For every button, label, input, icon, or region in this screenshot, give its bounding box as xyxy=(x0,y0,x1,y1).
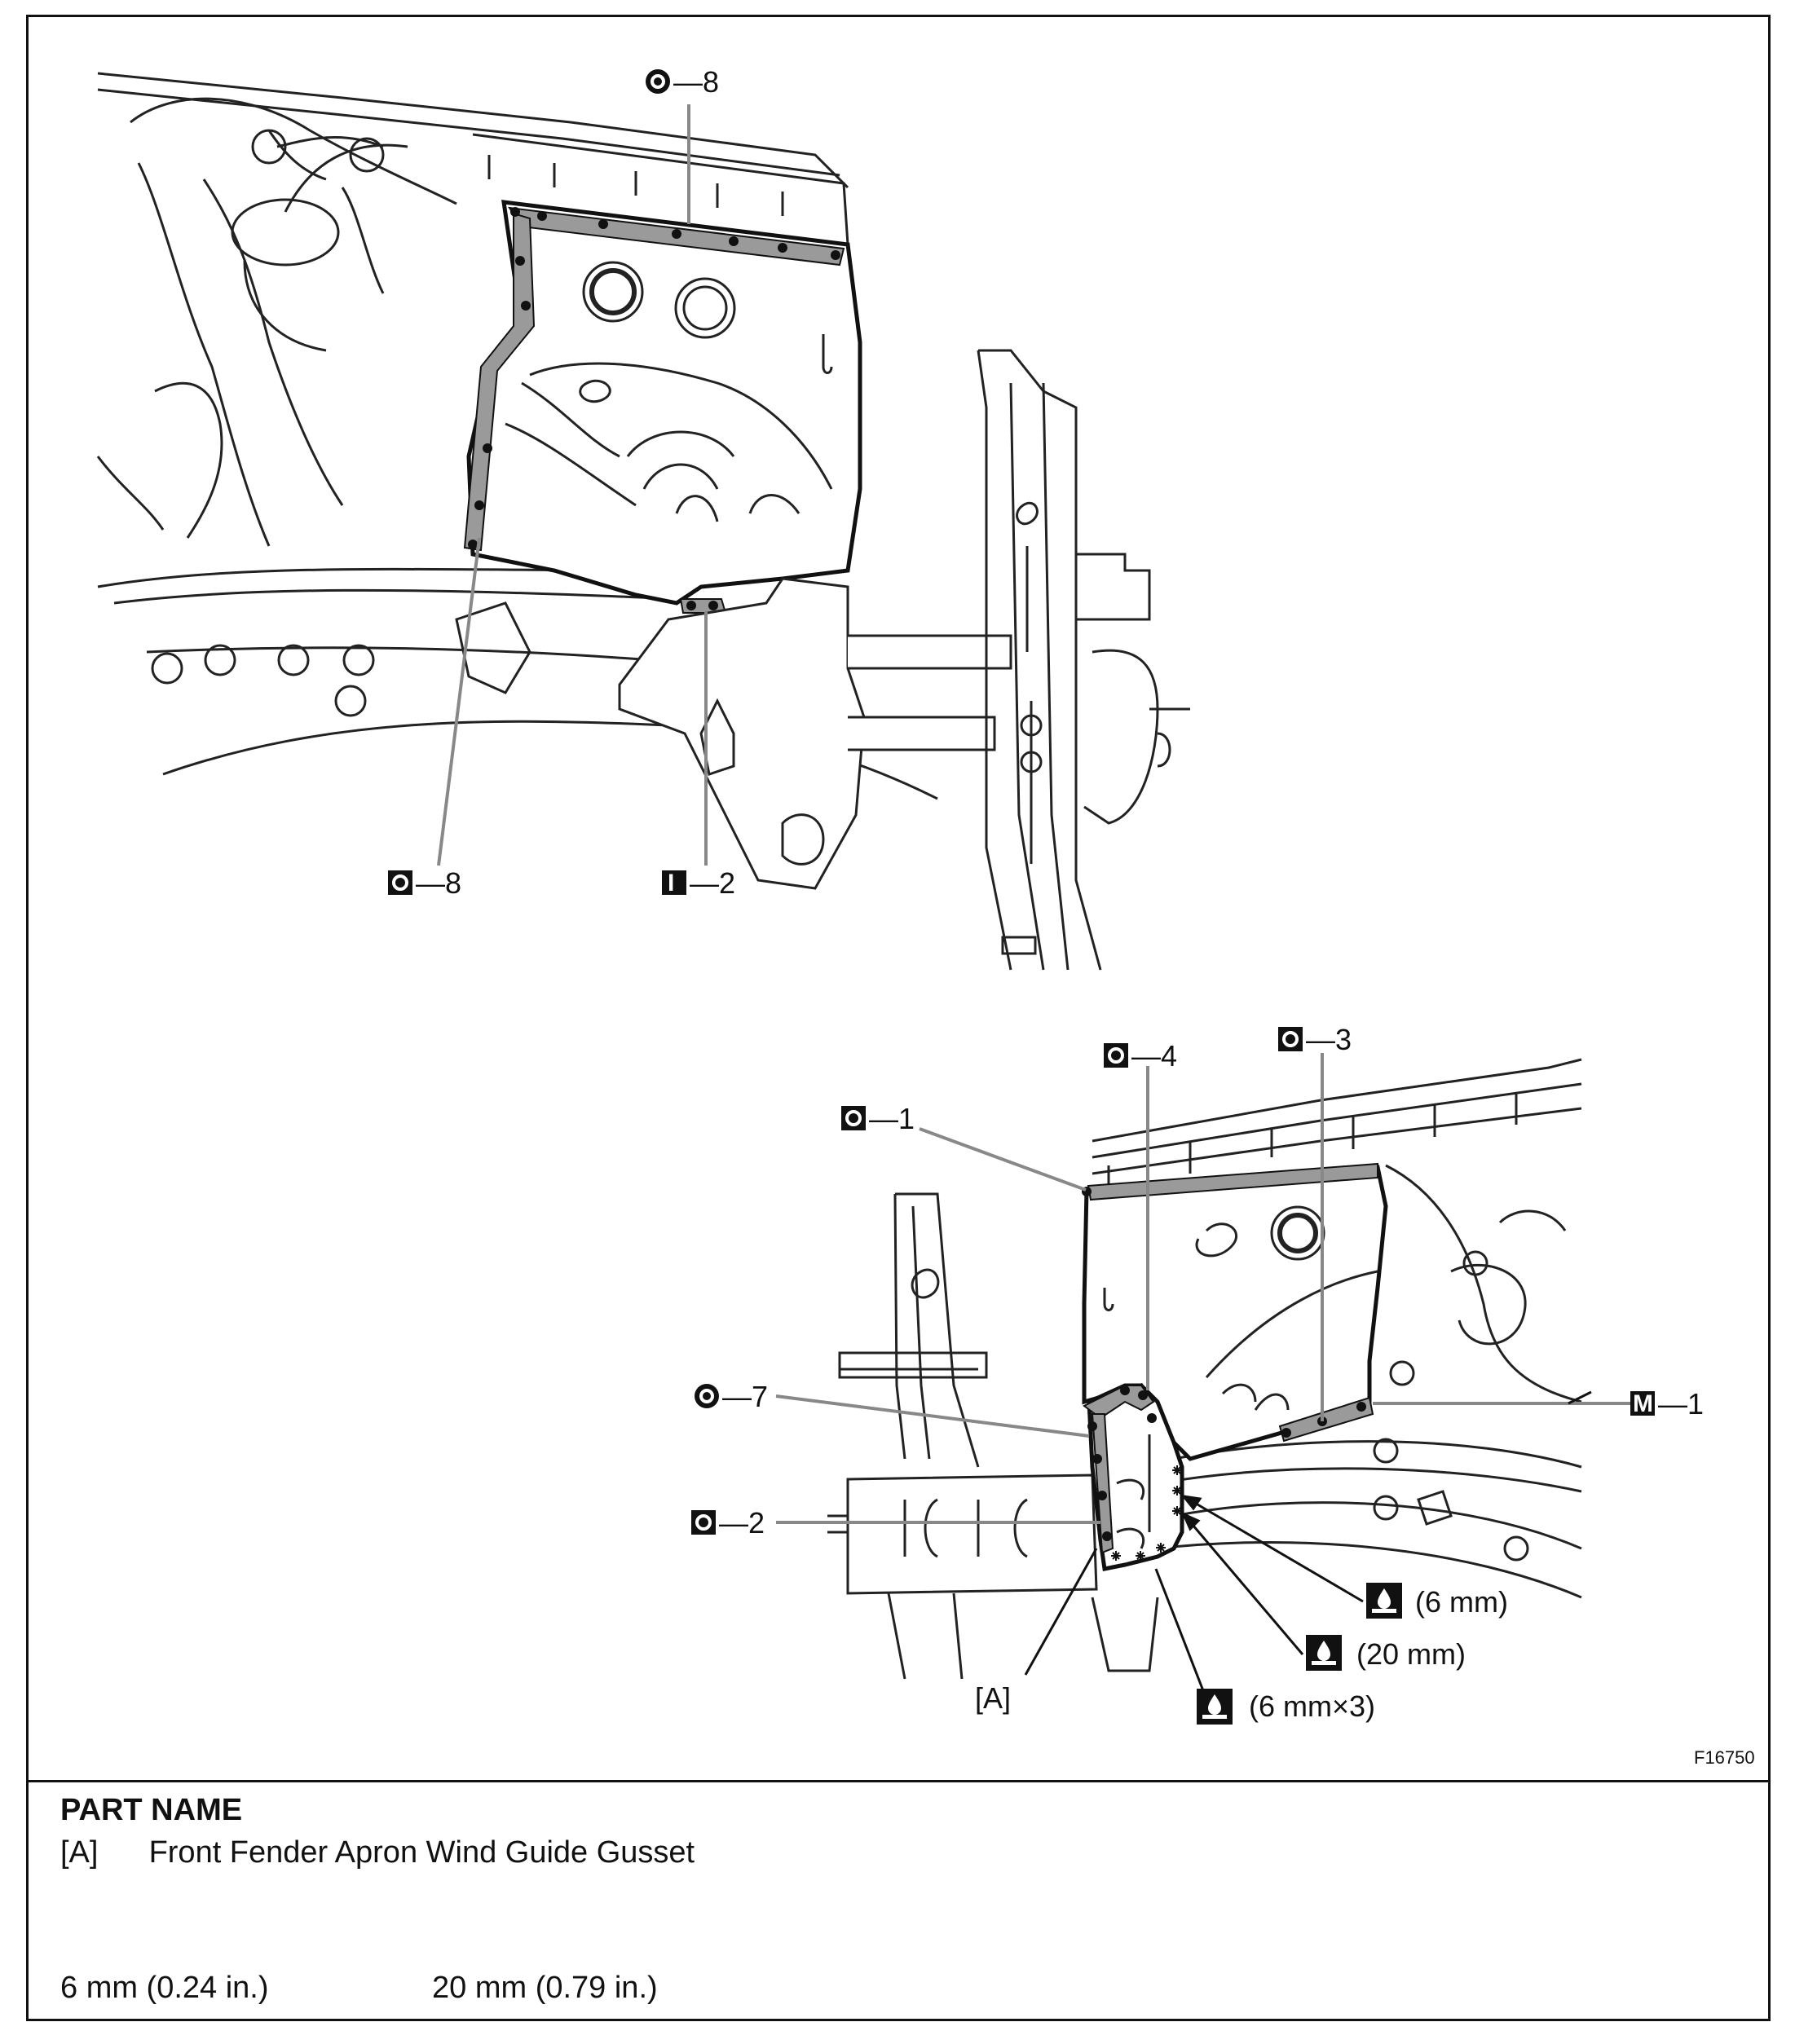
weld-o-symbol-icon xyxy=(1277,1025,1304,1053)
bottom-sealer-marks xyxy=(1111,1465,1182,1561)
weld-o-symbol-icon xyxy=(386,869,414,896)
label-b-o7: —7 xyxy=(722,1380,768,1413)
figure-frame xyxy=(26,15,1771,2021)
bottom-arrow-lines xyxy=(1024,1494,1364,1704)
label-b-o1: —1 xyxy=(869,1102,915,1135)
callout-bottom-o4: —4 xyxy=(1102,1039,1177,1073)
callout-bottom-o3: —3 xyxy=(1277,1023,1352,1056)
sealer-icon xyxy=(1306,1635,1342,1671)
weld-o-symbol-icon xyxy=(1102,1042,1130,1069)
weld-m-symbol-icon xyxy=(1630,1391,1655,1416)
top-weld-spots xyxy=(468,207,840,610)
label-sealer-6mm: (6 mm) xyxy=(1415,1585,1508,1619)
section-divider xyxy=(26,1780,1771,1782)
measurement-6mm: 6 mm (0.24 in.) xyxy=(60,1971,269,2005)
callout-top-weld-2-bottom: I —2 xyxy=(662,866,735,900)
label-b-o2: —2 xyxy=(719,1506,765,1540)
part-name-row: [A] Front Fender Apron Wind Guide Gusset xyxy=(60,1835,695,1870)
callout-sealer-20mm: (20 mm) xyxy=(1306,1635,1466,1671)
bottom-gusset-details xyxy=(1116,1434,1151,1549)
callout-bottom-o2: —2 xyxy=(690,1506,765,1540)
symbol-i: I xyxy=(668,870,674,896)
part-name: Front Fender Apron Wind Guide Gusset xyxy=(148,1835,695,1870)
bottom-sealer-arrow-right-icon xyxy=(1568,1390,1592,1405)
callout-ref-a: [A] xyxy=(975,1681,1011,1715)
weld-o-circle-icon xyxy=(644,68,672,95)
measurement-20mm: 20 mm (0.79 in.) xyxy=(432,1971,658,2005)
top-radiator-support xyxy=(977,349,1190,971)
label-sealer-20mm: (20 mm) xyxy=(1356,1637,1466,1671)
label-b-o4: —4 xyxy=(1131,1039,1177,1073)
label-top-weld-bottom: —2 xyxy=(690,866,735,900)
top-bracket xyxy=(618,577,1012,890)
top-apron-details xyxy=(505,261,833,522)
bottom-callout-lines xyxy=(775,1053,1630,1524)
callout-sealer-6mm: (6 mm) xyxy=(1366,1583,1508,1619)
label-top-weld-left: —8 xyxy=(416,866,461,900)
weld-o-symbol-icon xyxy=(840,1104,867,1132)
bottom-left-support xyxy=(827,1192,1159,1680)
part-name-title: PART NAME xyxy=(60,1793,243,1827)
callout-bottom-m1: M —1 xyxy=(1630,1387,1704,1421)
label-b-o3: —3 xyxy=(1306,1023,1352,1056)
label-b-m1: —1 xyxy=(1658,1387,1704,1421)
callout-top-weld-8-left: —8 xyxy=(386,866,461,900)
symbol-m: M xyxy=(1633,1390,1653,1417)
bottom-apron-details xyxy=(1103,1205,1378,1411)
callout-top-weld-8-top: —8 xyxy=(644,65,719,99)
weld-i-symbol-icon xyxy=(662,870,686,895)
top-callout-lines xyxy=(437,104,708,866)
label-ref-a: [A] xyxy=(975,1681,1011,1715)
sealer-icon xyxy=(1366,1583,1402,1619)
label-top-weld-top: —8 xyxy=(673,65,719,99)
callout-bottom-o1: —1 xyxy=(840,1102,915,1135)
label-sealer-6mm-x3: (6 mm×3) xyxy=(1249,1689,1375,1723)
callout-bottom-o7: —7 xyxy=(693,1380,768,1413)
part-ref: [A] xyxy=(60,1835,99,1870)
sealer-icon xyxy=(1197,1689,1233,1725)
weld-o-symbol-icon xyxy=(690,1509,717,1536)
figure-id: F16750 xyxy=(1694,1747,1755,1768)
weld-o-circle-icon xyxy=(693,1382,721,1410)
callout-sealer-6mm-x3: (6 mm×3) xyxy=(1197,1689,1375,1725)
